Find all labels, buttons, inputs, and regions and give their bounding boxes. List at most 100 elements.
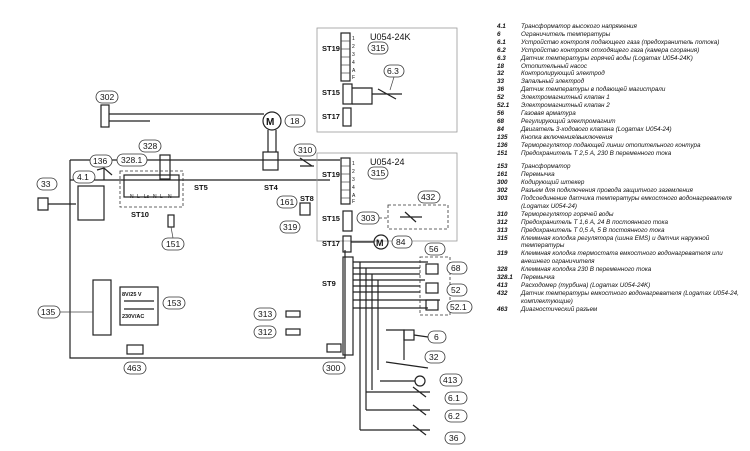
pump-motor-symbol [262,111,282,131]
callout-135: 135 [37,305,61,319]
svg-text:315: 315 [371,168,385,178]
hv-transformer-symbol [77,185,105,221]
thermostat-136-symbol [96,167,113,180]
unit-label-main: U054-24 [370,157,405,167]
ignition-electrode-symbol [37,197,76,211]
callout-319: 319 [279,220,301,234]
st10-pin-5: L [160,194,163,200]
legend-number: 153 [497,163,508,171]
st10-pin-3: Ls [144,194,150,200]
legend-number: 151 [497,149,508,157]
svg-text:6.2: 6.2 [448,411,460,421]
svg-text:463: 463 [127,363,141,373]
callout-6-2: 6.2 [444,409,468,423]
st10-pin-1: N [130,194,134,200]
sensor-36-symbol [360,424,430,436]
svg-text:161: 161 [280,197,294,207]
svg-text:153: 153 [167,298,181,308]
wiring-diagram: U054-24K ST19 1 2 3 4 A F 315 ST15 6.3 S… [36,27,473,445]
callout-151: 151 [161,237,185,251]
legend-description: Газовая арматура [521,109,576,117]
st17-block [342,235,352,253]
legend-number: 310 [497,210,508,218]
legend-number: 161 [497,171,508,179]
legend-description: Датчик температуры горячей воды (Logamax… [521,54,693,62]
legend-row: 36 Датчик температуры в подающей магистра… [497,86,747,94]
legend-number: 36 [497,86,505,94]
svg-text:56: 56 [429,244,439,254]
legend-description: Датчик температуры в подающей магистрали [521,86,666,94]
legend-number: 463 [497,305,508,313]
transformer-secondary: 8V/25 V [122,292,142,298]
st8-label: ST8 [300,194,314,203]
legend-number: 135 [497,133,508,141]
legend-number: 52 [497,94,505,102]
callout-6-1: 6.1 [444,391,468,405]
sensor-6-1-symbol [366,386,430,398]
legend-number: 6.1 [497,38,506,46]
legend-number: 84 [497,125,505,133]
legend-number: 52.1 [497,102,510,110]
callout-312: 312 [253,325,277,339]
legend-number: 313 [497,226,508,234]
legend-description: Клеммная колодка термостата емкостного в… [521,250,723,266]
callout-56: 56 [424,242,446,256]
legend-number: 6 [497,30,501,38]
inset-u054-24k: U054-24K ST19 1 2 3 4 A F 315 ST15 6.3 S… [316,27,458,133]
coil-68-symbol [425,263,439,275]
coil-52-symbol [425,282,439,294]
svg-text:18: 18 [290,116,300,126]
svg-text:M: M [376,238,384,248]
svg-text:300: 300 [326,363,340,373]
st15-block [342,210,353,232]
legend-description: Отопительный насос [521,62,588,70]
legend-number: 32 [497,70,505,78]
pcb-outline [69,159,346,359]
pin-main-1: 1 [352,161,355,167]
transformer-153-symbol [119,286,159,326]
pin-top-4: 4 [352,60,355,66]
st19-block [340,157,351,205]
st10-pin-4: N [153,194,157,200]
legend-description: Терморегулятор горячей воды [521,210,614,218]
st5-label: ST5 [194,183,208,192]
svg-text:6.1: 6.1 [448,393,460,403]
legend-number: 56 [497,109,505,117]
limiter-6-symbol [403,329,415,341]
legend-number: 136 [497,141,508,149]
callout-302: 302 [95,90,119,104]
legend-number: 303 [497,195,508,203]
callout-432: 432 [417,190,441,204]
svg-text:432: 432 [421,192,435,202]
legend-description: Электромагнитный клапан 2 [521,102,610,110]
st17-top-block [342,107,352,127]
legend-description: Кодирующий штекер [521,179,585,187]
unit-label-top: U054-24K [370,32,411,42]
svg-text:M: M [266,117,274,128]
svg-text:328: 328 [143,141,157,151]
svg-text:319: 319 [283,222,297,232]
legend-description: Контролирующий электрод [521,70,605,78]
pin-top-3: 3 [352,52,355,58]
svg-text:52.1: 52.1 [450,302,467,312]
svg-text:310: 310 [298,145,312,155]
legend-number: 328.1 [497,274,513,282]
st15-top-label: ST15 [322,88,340,97]
legend-description: Диагностический разъем [521,305,598,313]
